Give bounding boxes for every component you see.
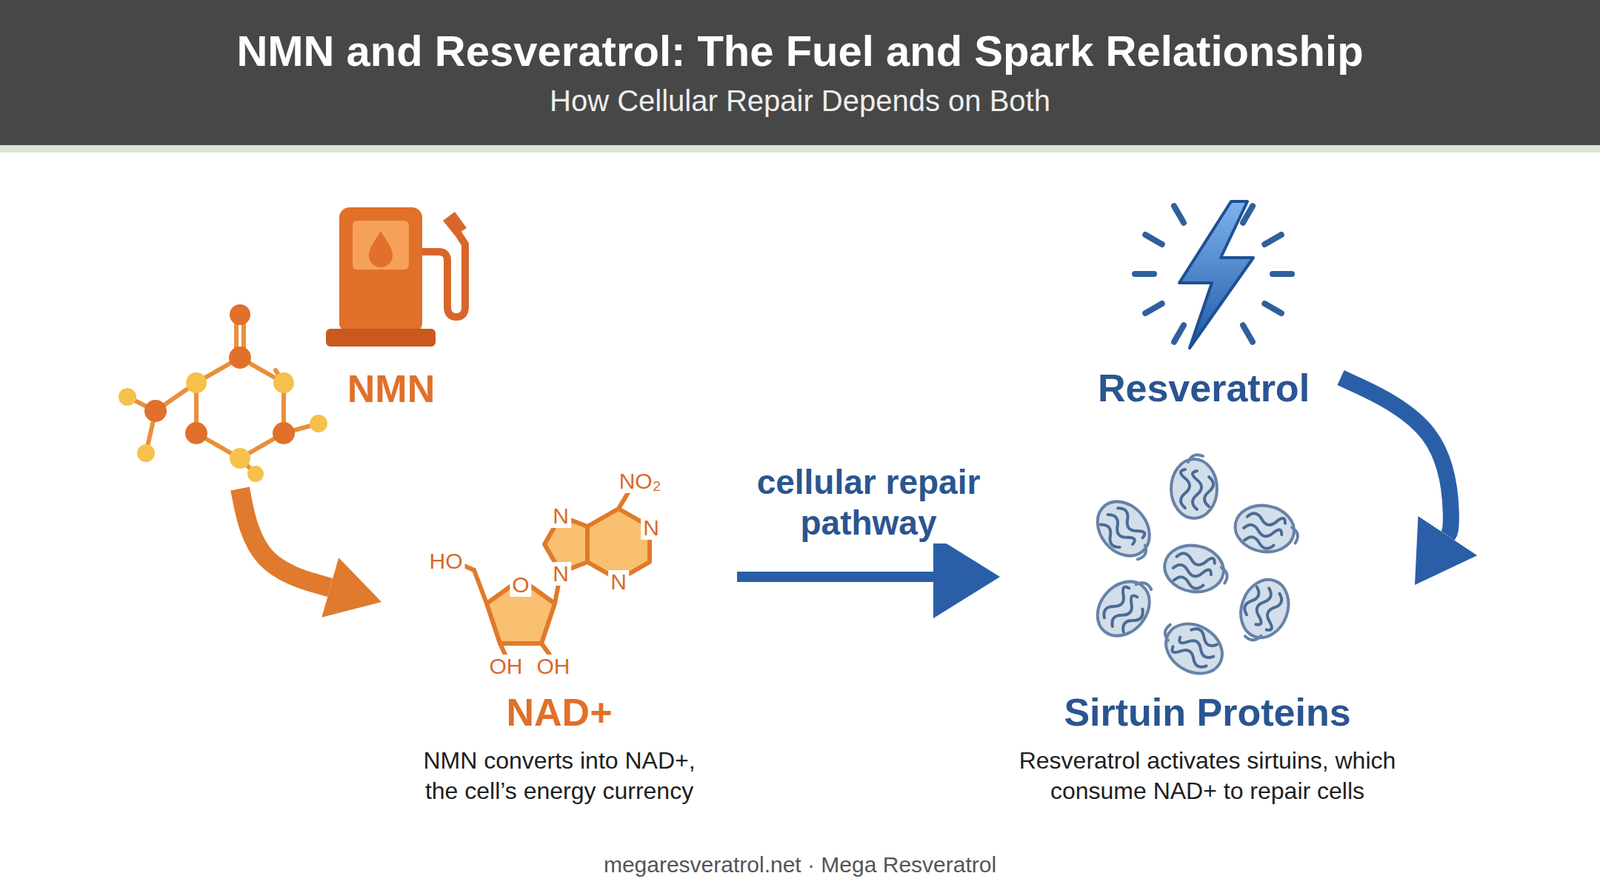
protein-blob bbox=[1160, 541, 1232, 598]
nad-molecule bbox=[460, 490, 650, 655]
spark-ray bbox=[1264, 303, 1282, 314]
protein-blob bbox=[1153, 611, 1232, 684]
node-text-block: NMN bbox=[324, 365, 458, 412]
node-description: Resveratrol activates sirtuins, which co… bbox=[1007, 745, 1408, 807]
atom-label: HO bbox=[427, 549, 466, 574]
node-group: Resveratrol bbox=[1066, 196, 1341, 419]
spark-ray bbox=[1145, 234, 1163, 245]
title-text: NMN and Resveratrol: The Fuel and Spark … bbox=[0, 25, 1600, 78]
connector-arrow bbox=[240, 488, 331, 588]
protein-blob bbox=[1086, 491, 1163, 570]
node-group: Sirtuin ProteinsResveratrol activates si… bbox=[1000, 481, 1415, 813]
protein-blob bbox=[1086, 568, 1163, 647]
nmn-atoms bbox=[118, 304, 328, 483]
sirtuin-protein-cluster bbox=[1086, 454, 1302, 684]
spark-ray bbox=[1264, 234, 1282, 245]
nmn-molecule bbox=[127, 314, 319, 475]
atom-label: N bbox=[550, 504, 572, 529]
protein-blob bbox=[1171, 454, 1218, 519]
node-text-block: Resveratrol bbox=[1066, 365, 1341, 412]
atom-label: NO₂ bbox=[617, 469, 664, 494]
atom-label: OH bbox=[534, 654, 573, 679]
protein-blob bbox=[1231, 501, 1302, 558]
atom-label: N bbox=[550, 562, 572, 586]
connector-arrow bbox=[1340, 377, 1452, 536]
spark-ray bbox=[1174, 325, 1184, 343]
edge-label: cellular repair pathway bbox=[705, 462, 1032, 544]
spark-ray bbox=[1145, 303, 1163, 314]
atom-label: O bbox=[509, 573, 532, 598]
node-group: NMN bbox=[111, 200, 467, 489]
node-text-block: Sirtuin ProteinsResveratrol activates si… bbox=[1007, 689, 1408, 807]
spark-ray bbox=[1272, 271, 1292, 278]
spark-ray bbox=[1242, 205, 1253, 223]
lightning-icon bbox=[1134, 201, 1292, 349]
node-description: NMN converts into NAD+, the cell’s energ… bbox=[411, 745, 708, 807]
node-title: NMN bbox=[324, 365, 458, 412]
atom-label: OH bbox=[487, 654, 526, 679]
footer-text: megaresveratrol.net · Mega Resveratrol bbox=[603, 854, 997, 877]
connector-arrow bbox=[737, 571, 934, 583]
protein-blob bbox=[1231, 573, 1297, 649]
spark-ray bbox=[1174, 205, 1184, 223]
node-title: Sirtuin Proteins bbox=[1007, 689, 1408, 736]
node-title: Resveratrol bbox=[1066, 365, 1341, 412]
node-group: NAD+ NMN converts into NAD+, the cell’s e… bbox=[381, 481, 738, 813]
fuel-pump-icon bbox=[325, 207, 467, 347]
spark-ray bbox=[1242, 325, 1253, 343]
atom-label: N bbox=[608, 570, 629, 595]
header-rule bbox=[0, 145, 1600, 153]
spark-ray bbox=[1134, 271, 1155, 278]
atom-label: N bbox=[640, 516, 662, 540]
subtitle: How Cellular Repair Depends on Both bbox=[549, 85, 1051, 116]
node-title: NAD+ bbox=[411, 689, 708, 736]
node-text-block: NAD+ NMN converts into NAD+, the cell’s e… bbox=[411, 689, 708, 807]
